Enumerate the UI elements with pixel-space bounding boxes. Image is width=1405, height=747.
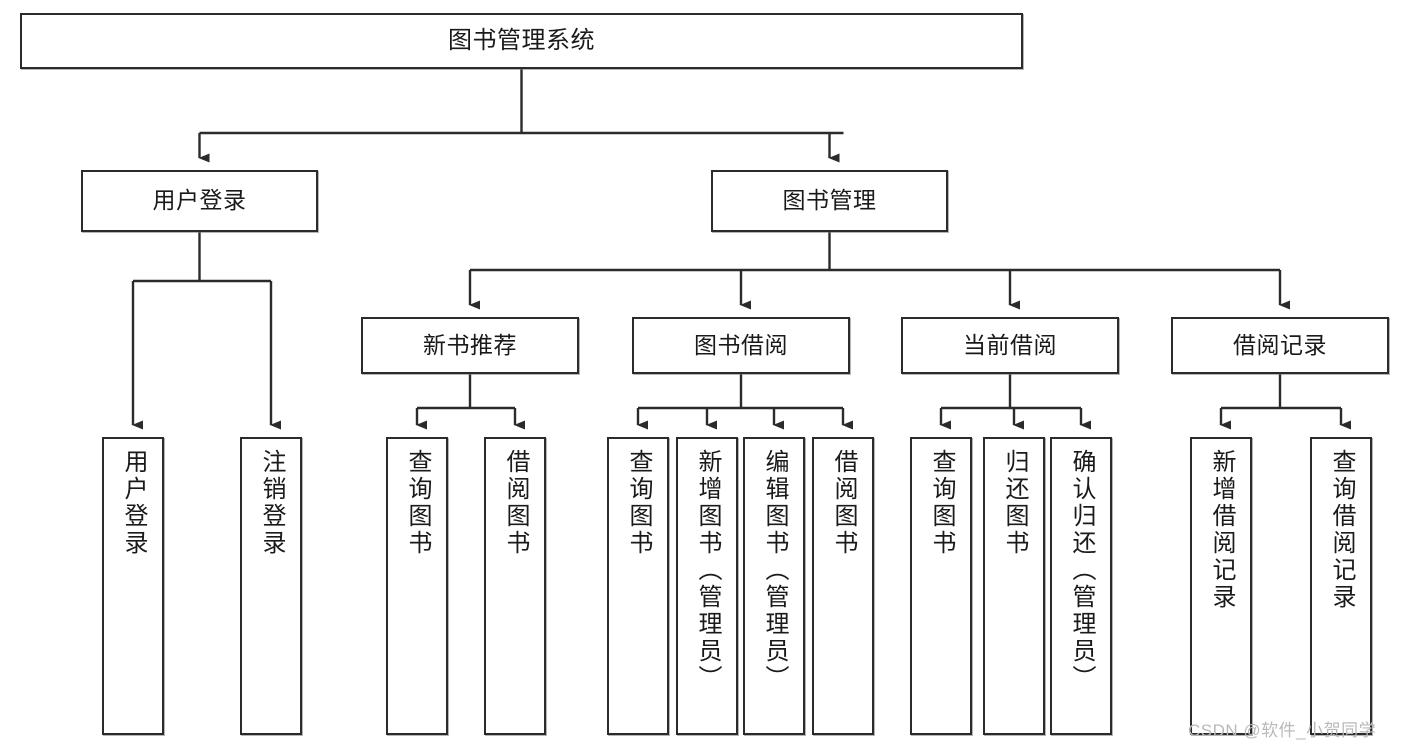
node-borrow-record-label: 借阅记录 (1233, 331, 1327, 358)
node-user-login-label: 用户登录 (152, 187, 247, 214)
leaf-node-label: 确认归还（管理员） (1068, 449, 1095, 692)
node-book-borrow-label: 图书借阅 (694, 331, 788, 358)
leaf-node-label: 借阅图书 (502, 449, 529, 557)
leaf-node-label: 查询图书 (928, 449, 955, 557)
node-borrow-record[interactable]: 借阅记录 (1171, 317, 1389, 374)
leaf-node[interactable]: 归还图书 (983, 437, 1045, 735)
leaf-node[interactable]: 查询图书 (910, 437, 972, 735)
leaf-node-label: 用户登录 (120, 449, 147, 557)
leaf-node-label: 查询图书 (625, 449, 652, 557)
node-current-borrow-label: 当前借阅 (963, 331, 1057, 358)
leaf-node[interactable]: 查询图书 (607, 437, 669, 735)
node-new-book-recommend-label: 新书推荐 (423, 331, 517, 358)
leaf-node-label: 新增借阅记录 (1208, 449, 1235, 611)
node-new-book-recommend[interactable]: 新书推荐 (361, 317, 579, 374)
node-user-login[interactable]: 用户登录 (81, 170, 318, 232)
leaf-node[interactable]: 新增图书（管理员） (676, 437, 738, 735)
node-current-borrow[interactable]: 当前借阅 (901, 317, 1119, 374)
leaf-node-label: 新增图书（管理员） (694, 449, 721, 692)
leaf-node[interactable]: 编辑图书（管理员） (743, 437, 805, 735)
leaf-node[interactable]: 借阅图书 (812, 437, 874, 735)
leaf-node-label: 查询借阅记录 (1328, 449, 1355, 611)
leaf-node-label: 查询图书 (404, 449, 431, 557)
leaf-node[interactable]: 用户登录 (102, 437, 164, 735)
leaf-node[interactable]: 查询借阅记录 (1310, 437, 1372, 735)
leaf-node-label: 归还图书 (1001, 449, 1028, 557)
node-root-label: 图书管理系统 (448, 26, 595, 54)
leaf-node[interactable]: 新增借阅记录 (1190, 437, 1252, 735)
node-book-management-label: 图书管理 (782, 187, 877, 214)
leaf-node-label: 借阅图书 (830, 449, 857, 557)
node-book-borrow[interactable]: 图书借阅 (632, 317, 850, 374)
node-root[interactable]: 图书管理系统 (20, 13, 1023, 69)
csdn-watermark: CSDN @软件_小贺同学 (1188, 721, 1377, 740)
leaf-node[interactable]: 注销登录 (240, 437, 302, 735)
node-book-management[interactable]: 图书管理 (711, 170, 948, 232)
leaf-node[interactable]: 借阅图书 (484, 437, 546, 735)
leaf-node[interactable]: 确认归还（管理员） (1050, 437, 1112, 735)
leaf-node-label: 注销登录 (258, 449, 285, 557)
leaf-node[interactable]: 查询图书 (386, 437, 448, 735)
leaf-node-label: 编辑图书（管理员） (761, 449, 788, 692)
